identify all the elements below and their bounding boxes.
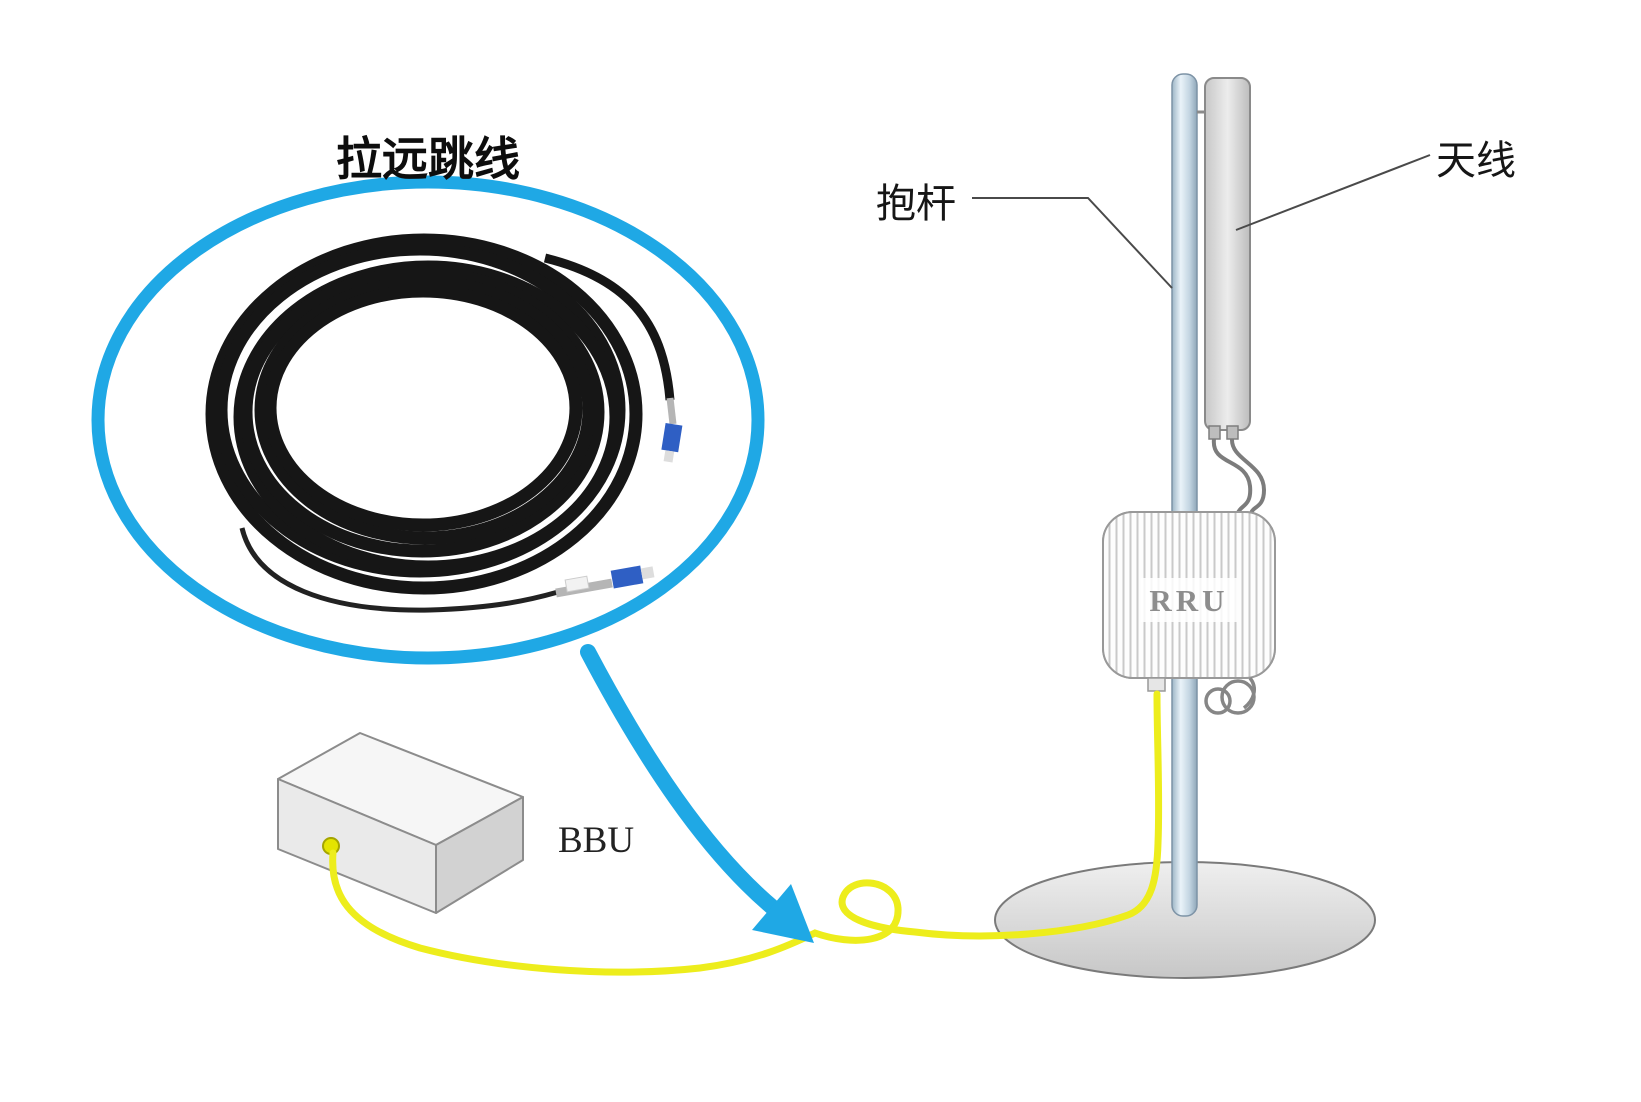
antenna-body	[1204, 77, 1251, 431]
antenna-cable-2	[1229, 438, 1267, 514]
jumper-title: 拉远跳线	[336, 133, 520, 185]
antenna-leader-line	[1235, 154, 1431, 231]
rru-cable-loops	[1204, 676, 1256, 715]
pigtail-upper-boot	[666, 397, 677, 425]
coil-loop	[263, 284, 583, 532]
antenna-port-right	[1226, 425, 1239, 440]
highlight-ellipse	[91, 175, 765, 665]
rru-loop-2	[1204, 687, 1232, 715]
pigtail-lower	[239, 527, 559, 613]
bbu-side-face	[435, 796, 524, 914]
pigtail-upper	[543, 253, 675, 401]
lc-connector-lower	[610, 565, 655, 589]
pointer-arrow	[580, 644, 814, 943]
jumper-coil-photo	[205, 233, 683, 613]
antenna-label: 天线	[1436, 138, 1516, 183]
rru-loop-1	[1220, 679, 1256, 715]
rru-fiber-port	[1147, 677, 1166, 692]
arrow-head	[752, 884, 814, 943]
antenna-port-left	[1208, 425, 1221, 440]
coil-loops	[205, 233, 643, 595]
rru-label-plate	[1141, 578, 1237, 622]
pigtail-label-tag	[564, 575, 590, 593]
arrow-shaft	[580, 644, 780, 915]
bbu-unit	[277, 732, 524, 914]
lc-body-upper	[661, 422, 683, 453]
rru-fiber-connector	[1147, 677, 1166, 692]
bbu-label: BBU	[558, 820, 634, 861]
antenna-to-rru-cables	[1211, 438, 1267, 514]
pole-label: 抱杆	[876, 181, 956, 226]
lc-body-lower	[610, 565, 644, 589]
fiber-path	[329, 690, 1163, 976]
antenna-panel	[1204, 77, 1251, 440]
pole-shape	[1171, 73, 1198, 917]
coil-loop	[205, 233, 643, 595]
leader-lines	[972, 154, 1431, 289]
lc-tip-upper	[663, 450, 675, 463]
mounting-pole	[1171, 73, 1205, 917]
fiber-jumper-cable	[329, 690, 1163, 976]
antenna-cable-1	[1211, 438, 1253, 514]
pole-leader-line	[972, 197, 1173, 289]
coil-loop	[254, 275, 596, 545]
rru-label: RRU	[1149, 583, 1228, 618]
coil-loop	[239, 266, 605, 558]
lc-connector-upper	[661, 422, 683, 463]
rru-unit: RRU	[1102, 511, 1276, 679]
lc-tip-lower	[640, 566, 655, 580]
